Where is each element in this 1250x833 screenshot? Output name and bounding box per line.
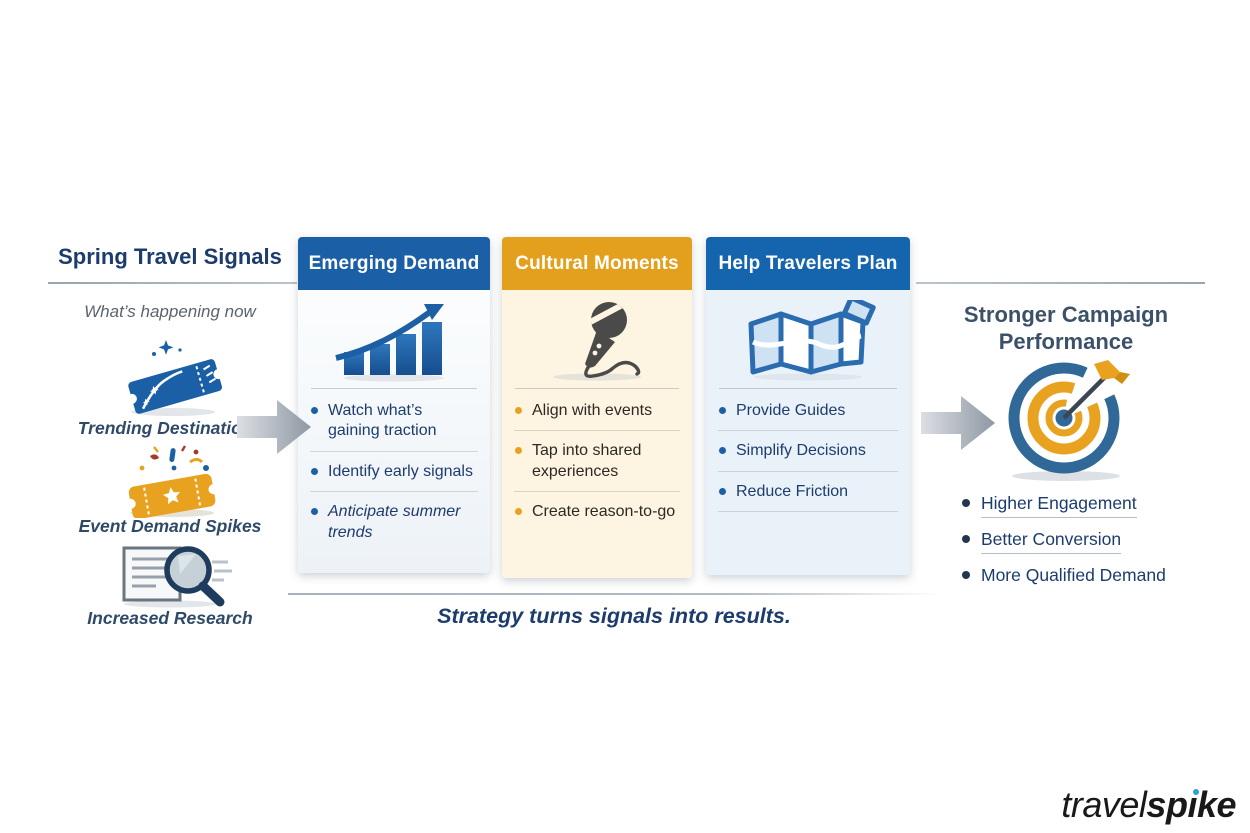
bullet-item: Reduce Friction — [718, 472, 898, 513]
icon-divider — [311, 388, 477, 389]
microphone-icon — [502, 290, 692, 382]
icon-divider — [719, 388, 897, 389]
tagline: Strategy turns signals into results. — [437, 604, 791, 628]
left-panel-title: Spring Travel Signals — [58, 244, 282, 269]
bullet-item: Align with events — [514, 391, 680, 432]
card-bullet-list: Watch what’s gaining traction Identify e… — [298, 391, 490, 552]
flow-arrow-icon — [237, 396, 313, 458]
blue-ticket-icon — [110, 336, 240, 418]
bullet-item: Higher Engagement — [962, 488, 1222, 524]
outcome-header-rule — [916, 282, 1205, 284]
outcome-title: Stronger Campaign Performance — [963, 302, 1169, 354]
bullet-item: Identify early signals — [310, 452, 478, 493]
bullet-dot — [311, 508, 318, 516]
signal-label-event-demand-spikes: Event Demand Spikes — [78, 516, 262, 536]
card-bullet-list: Align with events Tap into shared experi… — [502, 391, 692, 532]
card-emerging-demand: Emerging Demand — [298, 237, 490, 573]
card-help-travelers-plan: Help Travelers Plan — [706, 237, 910, 575]
map-icon — [706, 290, 910, 382]
bullet-dot — [515, 508, 522, 516]
card-bullet-list: Provide Guides Simplify Decisions Reduce… — [706, 391, 910, 513]
card-title: Cultural Moments — [515, 252, 679, 274]
card-cultural-moments: Cultural Moments Align wit — [502, 237, 692, 578]
tagline-rule — [288, 593, 940, 595]
bullet-item: Tap into shared experiences — [514, 431, 680, 493]
signal-label-trending-destinations: Trending Destinations — [77, 418, 263, 438]
bullet-dot — [311, 467, 318, 475]
bullet-dot — [962, 535, 970, 543]
card-body: Provide Guides Simplify Decisions Reduce… — [706, 290, 910, 575]
bullet-dot — [515, 447, 522, 455]
bullet-item: Anticipate summer trends — [310, 492, 478, 552]
bullet-item: More Qualified Demand — [962, 560, 1222, 592]
card-title: Help Travelers Plan — [718, 252, 898, 274]
gold-ticket-icon — [112, 444, 242, 520]
research-magnifier-icon — [112, 542, 242, 608]
card-title: Emerging Demand — [308, 252, 480, 274]
left-panel-subtitle: What’s happening now — [84, 302, 256, 321]
card-body: Watch what’s gaining traction Identify e… — [298, 290, 490, 573]
bullet-dot — [515, 407, 522, 414]
bar-chart-growth-icon — [298, 290, 490, 382]
left-header-rule — [48, 282, 297, 284]
bullet-dot — [719, 407, 726, 414]
bullet-dot — [962, 499, 970, 507]
logo-travel-text: travel — [1061, 784, 1147, 825]
bullet-dot — [311, 407, 318, 414]
bullet-item: Better Conversion — [962, 524, 1222, 560]
card-header: Emerging Demand — [298, 237, 490, 290]
flow-arrow-icon — [921, 392, 997, 454]
signal-label-increased-research: Increased Research — [87, 608, 253, 628]
card-body: Align with events Tap into shared experi… — [502, 290, 692, 578]
card-header: Cultural Moments — [502, 237, 692, 290]
icon-divider — [515, 388, 679, 389]
logo-i-dot-icon — [1192, 789, 1199, 795]
bullet-item: Provide Guides — [718, 391, 898, 432]
bullet-dot — [719, 487, 726, 495]
bullet-dot — [962, 571, 970, 579]
target-arrow-icon — [996, 358, 1138, 482]
bullet-dot — [719, 447, 726, 455]
bullet-item: Watch what’s gaining traction — [310, 391, 478, 452]
bullet-item: Simplify Decisions — [718, 431, 898, 472]
card-header: Help Travelers Plan — [706, 237, 910, 290]
bullet-item: Create reason-to-go — [514, 492, 680, 531]
outcome-bullet-list: Higher Engagement Better Conversion More… — [962, 488, 1222, 592]
